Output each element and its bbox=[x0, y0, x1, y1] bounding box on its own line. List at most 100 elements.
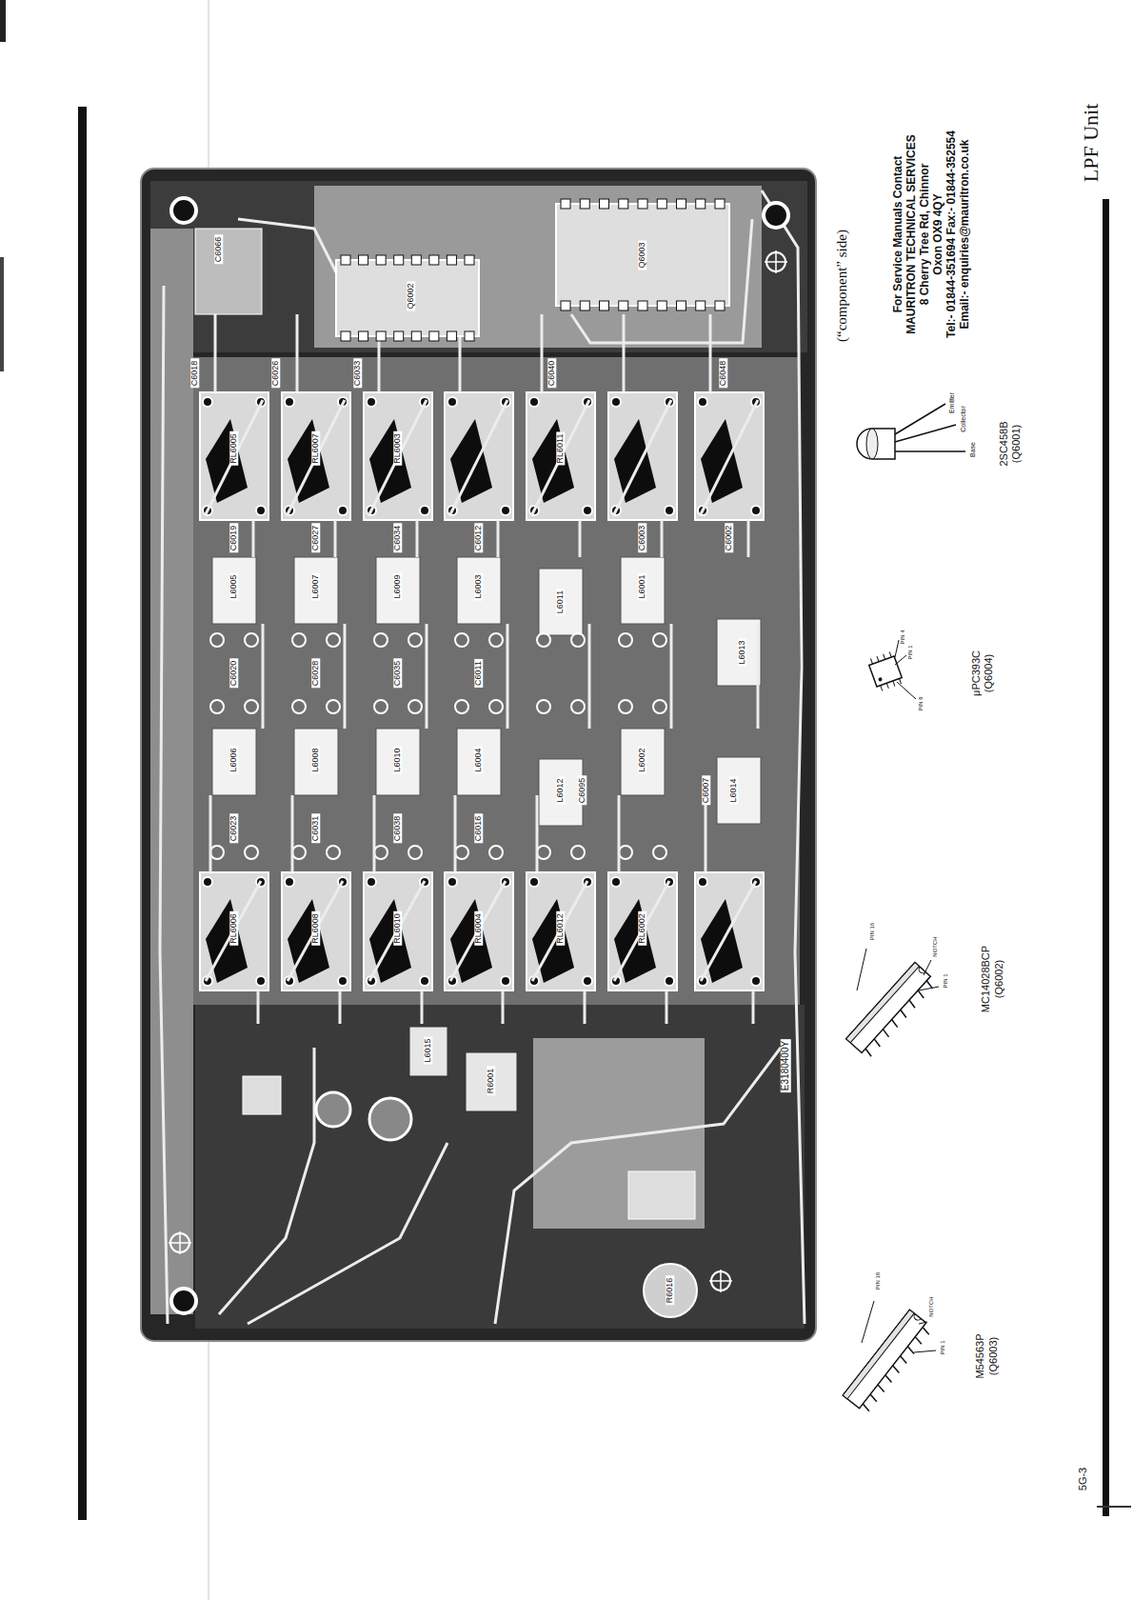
capacitor-label: C6048 bbox=[718, 358, 728, 389]
ic-pin bbox=[906, 1346, 915, 1354]
capacitor-outline bbox=[455, 845, 469, 859]
lead-wire bbox=[894, 424, 956, 442]
ic-pad bbox=[394, 255, 404, 265]
ic-pad bbox=[579, 198, 590, 209]
contact-line: Oxon OX9 4QY bbox=[932, 193, 945, 275]
capacitor-outline bbox=[326, 699, 340, 714]
ic-pin bbox=[908, 999, 917, 1008]
copper-trace bbox=[261, 623, 265, 729]
mounting-hole bbox=[171, 198, 197, 223]
through-hole bbox=[611, 876, 621, 887]
through-hole bbox=[664, 505, 675, 516]
component-area bbox=[195, 228, 262, 315]
coil-label: L6012 bbox=[556, 775, 565, 804]
copper-trace bbox=[287, 880, 343, 981]
capacitor-outline bbox=[536, 699, 551, 714]
board-number: E3180400Y bbox=[780, 1038, 792, 1093]
part-reference: (Q6002) bbox=[993, 959, 1006, 998]
through-hole bbox=[500, 975, 511, 986]
ic-notch bbox=[912, 1313, 921, 1322]
copper-trace bbox=[369, 880, 425, 981]
ic-pad bbox=[599, 198, 610, 209]
transistor-symbol bbox=[866, 428, 878, 459]
ic-pad bbox=[429, 255, 439, 265]
copper-wedge bbox=[369, 418, 412, 503]
ic-pin bbox=[873, 1038, 882, 1047]
part-number: M54563P bbox=[974, 1332, 987, 1378]
coil-label: L6008 bbox=[311, 745, 320, 774]
component-area bbox=[628, 1171, 696, 1219]
relay-outline bbox=[281, 872, 351, 991]
capacitor-outline bbox=[210, 699, 224, 714]
part-number: 2SC458B bbox=[998, 420, 1011, 466]
ic-pad bbox=[358, 331, 369, 341]
ic-pad bbox=[579, 300, 590, 311]
transistor-symbol bbox=[856, 428, 895, 459]
ic-pin bbox=[884, 1374, 894, 1383]
ic-pin bbox=[876, 1384, 886, 1392]
relay-label: RL6011 bbox=[556, 432, 565, 466]
dip8-symbol bbox=[867, 650, 905, 692]
coil-outline bbox=[376, 728, 420, 796]
ic-pad bbox=[695, 198, 706, 209]
copper-trace bbox=[252, 519, 256, 557]
leader-line bbox=[914, 1350, 936, 1352]
coil-label: L6004 bbox=[474, 745, 483, 774]
coil-outline bbox=[457, 556, 501, 624]
pin-name: PIN 16 bbox=[869, 922, 875, 940]
ic-pad bbox=[637, 300, 648, 311]
copper-trace bbox=[704, 795, 708, 873]
copper-trace bbox=[343, 623, 347, 729]
capacitor-label: C6038 bbox=[393, 814, 402, 844]
pin-name: PIN 1 bbox=[942, 973, 949, 988]
copper-trace bbox=[369, 399, 427, 515]
trimmer-symbol bbox=[643, 1263, 697, 1317]
ic-pad bbox=[358, 255, 369, 265]
capacitor-outline bbox=[374, 699, 388, 714]
coil-outline bbox=[409, 1026, 448, 1076]
ic-pin bbox=[890, 1018, 899, 1027]
copper-trace bbox=[700, 399, 758, 515]
copper-trace bbox=[214, 314, 218, 393]
scan-mark bbox=[0, 0, 6, 42]
capacitor-outline bbox=[489, 633, 503, 647]
copper-trace bbox=[450, 399, 508, 515]
coil-outline bbox=[620, 728, 665, 796]
ic-body bbox=[846, 962, 932, 1054]
contact-line: 8 Cherry Tree Rd, Chinnor bbox=[918, 163, 932, 306]
copper-trace bbox=[209, 795, 213, 873]
ic-pad bbox=[446, 255, 457, 265]
ic-pad bbox=[376, 331, 386, 341]
copper-trace bbox=[338, 990, 342, 1024]
relay-label: RL6012 bbox=[556, 911, 565, 946]
copper-trace bbox=[709, 314, 713, 393]
capacitor-outline bbox=[292, 699, 306, 714]
ic-pad bbox=[560, 198, 571, 209]
ic-pin bbox=[861, 1403, 871, 1412]
relay-outline bbox=[695, 872, 764, 991]
copper-wedge bbox=[205, 418, 248, 503]
contact-line: MAURITRON TECHNICAL SERVICES bbox=[905, 134, 918, 335]
relay-label: RL6008 bbox=[311, 911, 320, 946]
coil-label: L6013 bbox=[737, 637, 747, 666]
through-hole bbox=[284, 397, 295, 407]
rule-line bbox=[1096, 1505, 1132, 1508]
pin-name: PIN 1 bbox=[907, 644, 914, 659]
capacitor-outline bbox=[326, 845, 340, 859]
lead-wire bbox=[894, 450, 966, 453]
relay-label: RL6007 bbox=[311, 431, 320, 466]
capacitor-label: C6007 bbox=[701, 775, 711, 806]
capacitor-label: C6023 bbox=[229, 814, 239, 844]
part-reference: (Q6004) bbox=[983, 654, 995, 693]
copper-trace bbox=[622, 314, 626, 393]
coil-outline bbox=[294, 556, 338, 624]
dip18-symbol bbox=[842, 1309, 934, 1414]
capacitor-outline bbox=[408, 633, 422, 647]
ic-pad bbox=[394, 331, 404, 341]
capacitor-outline bbox=[653, 845, 667, 859]
relay-outline bbox=[526, 392, 596, 520]
pin-name: Emitter bbox=[948, 392, 955, 414]
ic-pad bbox=[446, 331, 457, 341]
through-hole bbox=[419, 975, 430, 986]
copper-trace bbox=[583, 990, 587, 1024]
